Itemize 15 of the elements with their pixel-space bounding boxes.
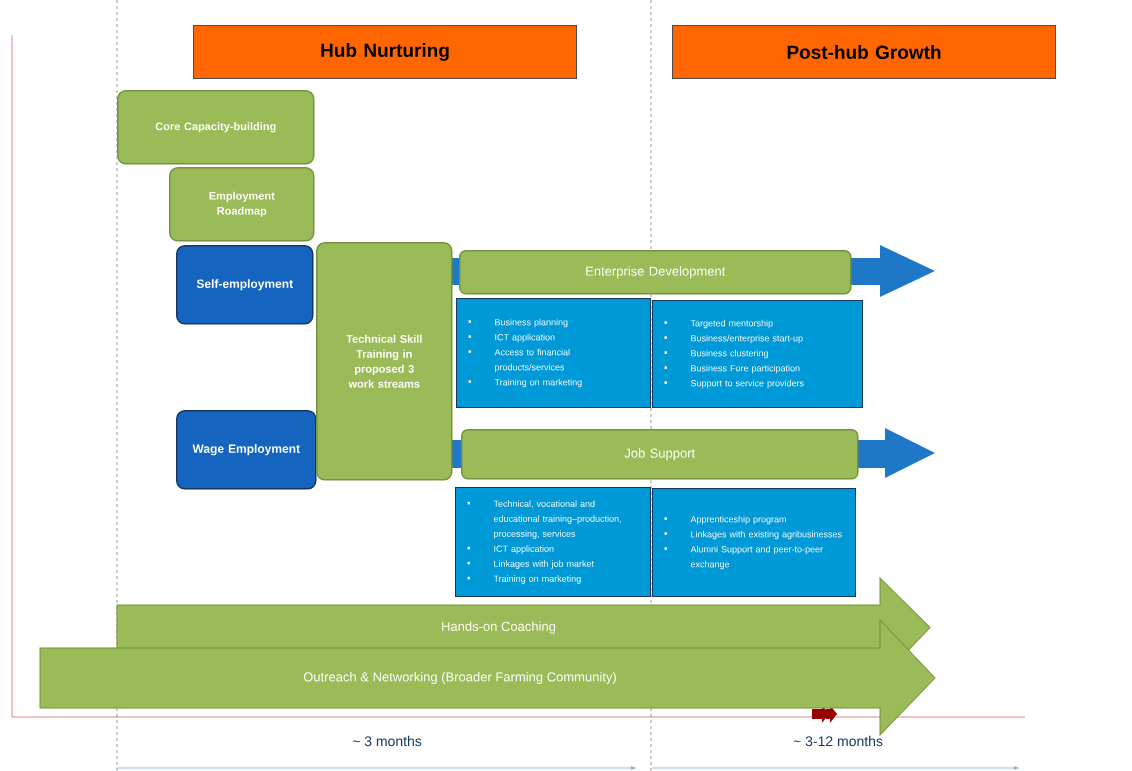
- list-box: Apprenticeship program Linkages with existing agribusinesses Alumni Support and peer-to-peer exchange: [652, 488, 856, 597]
- duration-label: ~ 3-12 months: [793, 735, 883, 747]
- header-box: Post-hub Growth: [672, 25, 1056, 79]
- duration-label: ~ 3 months: [352, 735, 422, 747]
- list-box: Business planning ICT application Access to financial products/services Training on marketing: [456, 298, 651, 408]
- category-box: Wage Employment: [176, 410, 317, 490]
- stream-bar: Enterprise Development: [459, 250, 852, 295]
- header-box: Hub Nurturing: [193, 25, 577, 79]
- list-box: Targeted mentorship Business/enterprise start-up Business clustering Business Fore participation Support to service providers: [652, 300, 863, 408]
- process-box: Technical Skill Training in proposed 3 work streams: [316, 242, 453, 481]
- category-box: Self-employment: [176, 245, 314, 325]
- process-box: Employment Roadmap: [169, 167, 315, 242]
- process-box: Core Capacity-building: [117, 90, 315, 165]
- stream-bar: Job Support: [461, 429, 859, 480]
- list-box: Technical, vocational and educational training–production, processing, services ICT application Linkages with job market Training on marketing: [455, 487, 651, 597]
